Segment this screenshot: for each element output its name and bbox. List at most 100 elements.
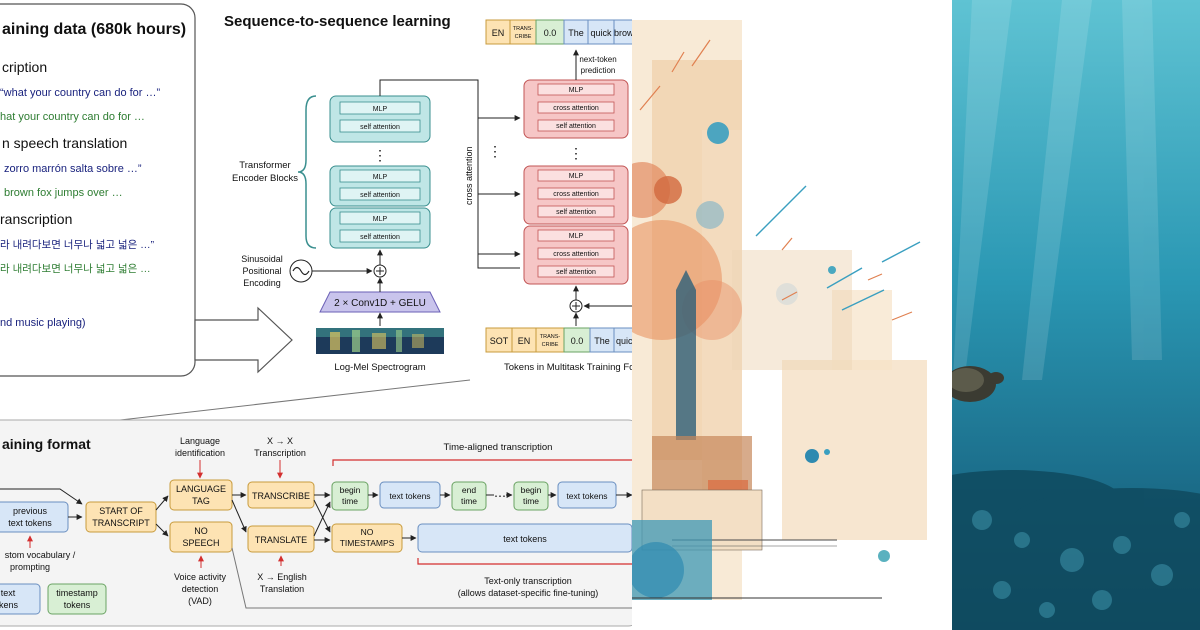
token: quick bbox=[590, 28, 612, 38]
next-token-label: prediction bbox=[581, 66, 616, 75]
cross-attention-label: cross attention bbox=[553, 191, 599, 198]
section-line: 라 내려다보면 너무나 넓고 넓은 … bbox=[0, 263, 151, 275]
vad-label: (VAD) bbox=[188, 596, 212, 606]
self-attention-layer bbox=[339, 229, 421, 243]
token: TRANS- bbox=[513, 26, 534, 32]
legend-label: okens bbox=[0, 600, 19, 610]
section-line: nd music playing) bbox=[0, 317, 86, 329]
token: TRANS- bbox=[540, 334, 561, 340]
mlp-layer bbox=[339, 169, 421, 183]
abstract-illustration-panel bbox=[632, 0, 952, 630]
encoder-blocks-label: Encoder Blocks bbox=[232, 173, 298, 184]
sot-label: TRANSCRIPT bbox=[92, 518, 150, 528]
lang-tag-label: TAG bbox=[192, 496, 210, 506]
lang-id-label: identification bbox=[175, 448, 225, 458]
mlp-label: MLP bbox=[569, 173, 584, 180]
vad-label: detection bbox=[182, 584, 219, 594]
text-tokens-label: text tokens bbox=[566, 491, 607, 501]
whisper-diagram: aining data (680k hours) cription “what … bbox=[0, 3, 632, 627]
text-tokens-label: text tokens bbox=[503, 534, 547, 544]
no-ts-label: TIMESTAMPS bbox=[340, 538, 395, 548]
text-only-label: (allows dataset-specific fine-tuning) bbox=[458, 588, 599, 598]
token: EN bbox=[492, 28, 505, 38]
token: The bbox=[594, 336, 610, 346]
section-line: brown fox jumps over … bbox=[4, 187, 123, 199]
mlp-label: MLP bbox=[373, 216, 388, 223]
token: 0.0 bbox=[544, 28, 557, 38]
start-of-transcript-box bbox=[85, 501, 157, 533]
legend-label: text bbox=[1, 588, 16, 598]
token: CRIBE bbox=[515, 34, 532, 40]
vertical-dots: ⋮ bbox=[373, 147, 387, 163]
cross-attention-label: cross attention bbox=[553, 251, 599, 258]
spectrogram-image bbox=[316, 328, 444, 354]
section-heading: ranscription bbox=[0, 211, 72, 227]
mlp-label: MLP bbox=[373, 174, 388, 181]
mlp-label: MLP bbox=[373, 106, 388, 113]
encoder-stack: MLP self attention ⋮ MLP self attention … bbox=[329, 95, 431, 249]
pe-label: Encoding bbox=[243, 278, 281, 288]
vertical-dots: ⋮ bbox=[569, 145, 583, 161]
zoom-line bbox=[119, 379, 471, 421]
training-data-box bbox=[0, 3, 196, 377]
self-attention-label: self attention bbox=[360, 124, 400, 131]
no-speech-label: NO bbox=[194, 526, 208, 536]
tokens-label: Tokens in Multitask Training Fo bbox=[504, 362, 632, 373]
mlp-label: MLP bbox=[569, 87, 584, 94]
cross-attention-label: cross attention bbox=[553, 105, 599, 112]
top-token-row: EN TRANS- CRIBE 0.0 The quick brow bbox=[485, 19, 632, 45]
legend-label: tokens bbox=[64, 600, 91, 610]
bottom-token-row: SOT EN TRANS- CRIBE 0.0 The quic bbox=[485, 327, 632, 353]
cross-attention-side-label: cross attention bbox=[464, 146, 474, 205]
legend-timestamp-tokens bbox=[47, 583, 107, 615]
vocab-label: stom vocabulary / bbox=[5, 550, 76, 560]
prev-label: text tokens bbox=[8, 518, 52, 528]
sea-turtle bbox=[952, 366, 1004, 402]
no-ts-label: NO bbox=[361, 527, 374, 537]
legend-label: timestamp bbox=[56, 588, 98, 598]
whisper-diagram-panel: aining data (680k hours) cription “what … bbox=[0, 3, 632, 627]
vocab-label: prompting bbox=[10, 562, 50, 572]
lang-id-label: Language bbox=[180, 436, 220, 446]
horizontal-dots: ⋯ bbox=[494, 489, 506, 503]
mlp-layer bbox=[339, 101, 421, 115]
token: EN bbox=[518, 336, 531, 346]
self-attention-layer bbox=[339, 187, 421, 201]
text-tokens-wide-box bbox=[417, 523, 632, 553]
seq2seq-title: Sequence-to-sequence learning bbox=[224, 13, 451, 30]
end-label: time bbox=[461, 496, 477, 506]
begin-label: begin bbox=[521, 485, 542, 495]
end-time-box bbox=[451, 481, 487, 511]
spectrogram-label: Log-Mel Spectrogram bbox=[334, 362, 425, 373]
vertical-dots: ⋮ bbox=[488, 143, 502, 159]
transcribe-label: TRANSCRIBE bbox=[252, 491, 310, 501]
text-tokens-label: text tokens bbox=[389, 491, 430, 501]
self-attention-label: self attention bbox=[360, 234, 400, 241]
end-label: end bbox=[462, 485, 476, 495]
section-line: 라 내려다보면 너무나 넓고 넓은 …” bbox=[0, 239, 155, 251]
pe-label: Positional bbox=[242, 266, 281, 276]
section-heading: cription bbox=[2, 59, 47, 75]
no-speech-box bbox=[169, 521, 233, 553]
lang-tag-label: LANGUAGE bbox=[176, 484, 226, 494]
training-format-title: aining format bbox=[2, 436, 91, 452]
section-line: zorro marrón salta sobre …” bbox=[4, 163, 142, 175]
token: The bbox=[568, 28, 584, 38]
text-only-label: Text-only transcription bbox=[484, 576, 572, 586]
next-token-label: next-token bbox=[579, 55, 616, 64]
begin-time-box bbox=[513, 481, 549, 511]
begin-label: time bbox=[523, 496, 539, 506]
begin-time-box bbox=[331, 481, 369, 511]
translate-label: TRANSLATE bbox=[255, 535, 307, 545]
self-attention-label: self attention bbox=[556, 269, 596, 276]
encoder-blocks-label: Transformer bbox=[239, 160, 290, 171]
training-format-box bbox=[0, 419, 632, 627]
self-attention-label: self attention bbox=[556, 209, 596, 216]
token: CRIBE bbox=[542, 342, 559, 348]
pe-label: Sinusoidal bbox=[241, 254, 283, 264]
mlp-layer bbox=[339, 211, 421, 225]
token: SOT bbox=[490, 336, 509, 346]
training-data-title: aining data (680k hours) bbox=[2, 21, 186, 38]
sot-label: START OF bbox=[99, 506, 143, 516]
abstract-city-illustration bbox=[632, 0, 952, 630]
